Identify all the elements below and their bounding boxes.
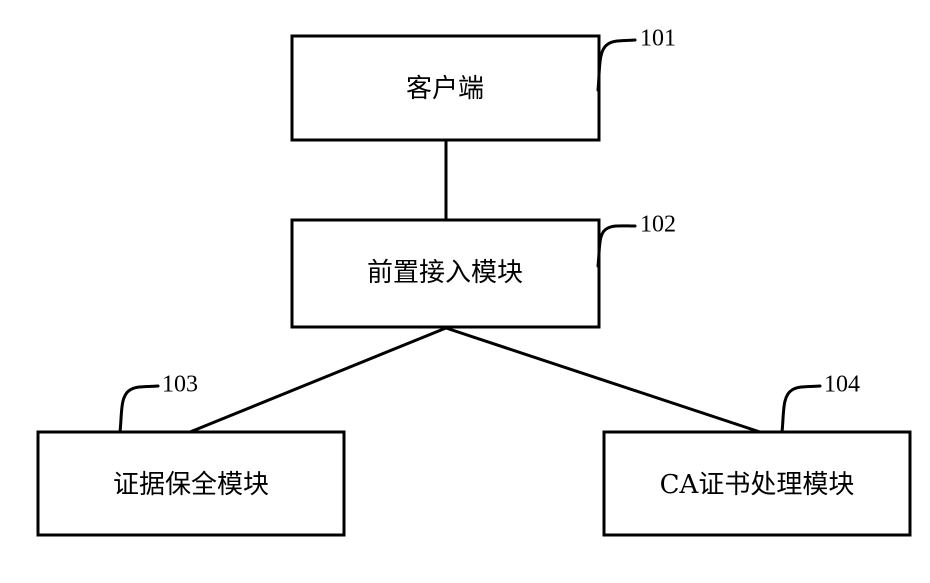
node-front-access-label: 前置接入模块 — [367, 258, 523, 288]
ref-label-101: 101 — [640, 26, 676, 52]
node-front-access: 前置接入模块 — [292, 220, 599, 327]
node-ca-cert: CA证书处理模块 — [604, 432, 910, 535]
ref-label-102: 102 — [640, 212, 676, 238]
edge-front-access-to-ca-cert — [446, 328, 760, 432]
node-evidence-label: 证据保全模块 — [113, 470, 269, 500]
node-evidence: 证据保全模块 — [38, 432, 344, 535]
node-client-label: 客户端 — [406, 74, 484, 104]
ref-label-103: 103 — [162, 372, 198, 398]
ref-leader-102 — [598, 226, 635, 266]
node-ca-cert-label: CA证书处理模块 — [660, 470, 855, 500]
ref-leader-103 — [120, 386, 158, 432]
ref-label-104: 104 — [824, 372, 860, 398]
node-client: 客户端 — [292, 36, 599, 140]
edge-front-access-to-evidence — [190, 328, 446, 432]
ref-leader-101 — [598, 40, 635, 90]
ref-leader-104 — [782, 386, 820, 432]
